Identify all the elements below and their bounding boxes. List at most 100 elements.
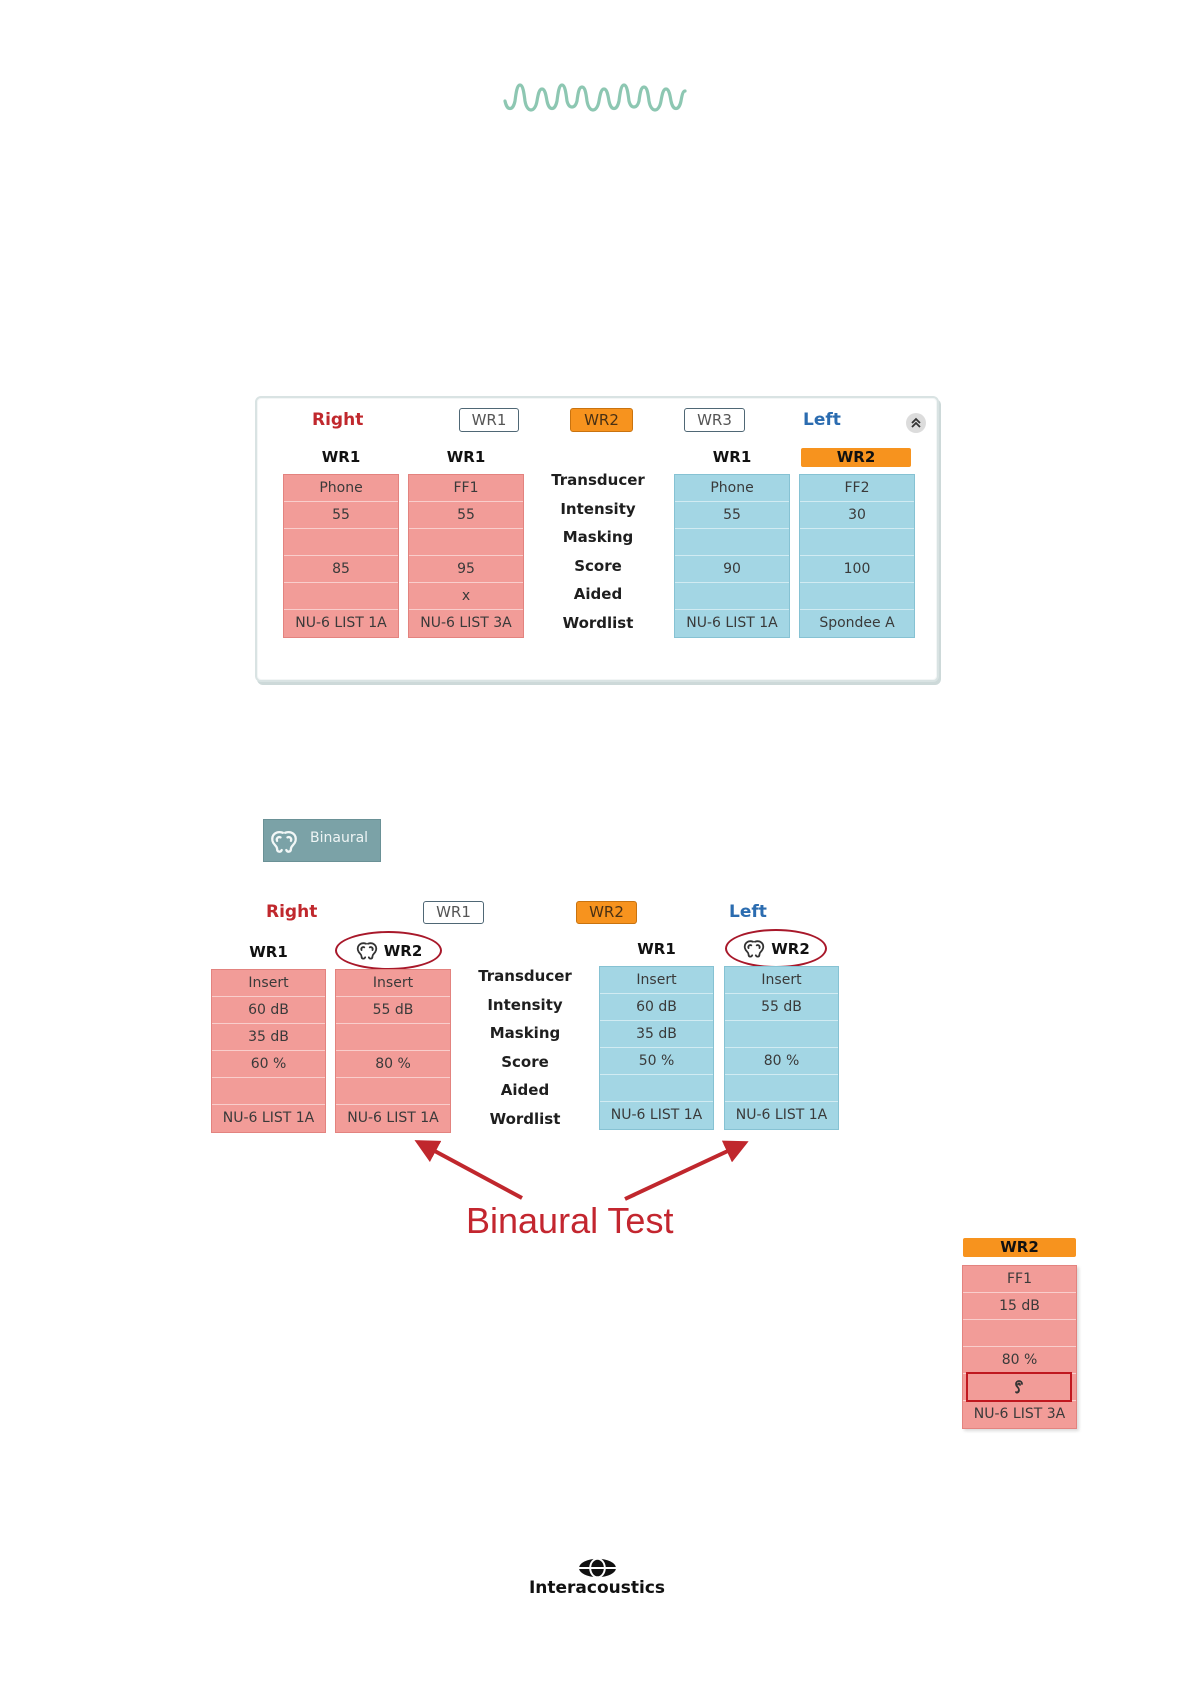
cell-score: 80 % <box>725 1048 838 1075</box>
ear-icon <box>1015 1380 1023 1394</box>
binaural-button[interactable]: Binaural <box>263 819 381 862</box>
left-column-header: WR1 <box>712 448 752 466</box>
cell-aided <box>284 583 398 610</box>
cell-aided <box>600 1075 713 1102</box>
cell-transducer: Insert <box>600 967 713 994</box>
cell-intensity: 55 <box>284 502 398 529</box>
cell-intensity: 30 <box>800 502 914 529</box>
row-labels: Transducer Intensity Masking Score Aided… <box>538 466 658 638</box>
left-ear-label: Left <box>729 902 767 922</box>
right-column-1[interactable]: Insert 60 dB 35 dB 60 % NU-6 LIST 1A <box>211 969 326 1133</box>
cell-wordlist: NU-6 LIST 1A <box>222 1110 315 1126</box>
right-column-1[interactable]: Phone 55 85 NU-6 LIST 1A <box>283 474 399 638</box>
right-ear-label: Right <box>266 902 318 922</box>
cell-intensity: 55 dB <box>336 997 450 1024</box>
binaural-button-label: Binaural <box>310 830 369 846</box>
aided-column-panel: WR2 FF1 15 dB 80 % NU-6 LIST 3A <box>962 1238 1078 1430</box>
right-column-2[interactable]: FF1 55 95 x NU-6 LIST 3A <box>408 474 524 638</box>
row-label-masking: Masking <box>562 528 634 547</box>
right-binaural-header-highlight: WR2 <box>335 931 442 970</box>
cell-wordlist: NU-6 LIST 3A <box>973 1406 1066 1422</box>
row-labels: Transducer Intensity Masking Score Aided… <box>465 962 585 1134</box>
cell-masking <box>336 1024 450 1051</box>
aided-column[interactable]: FF1 15 dB 80 % NU-6 LIST 3A <box>962 1265 1077 1429</box>
cell-aided <box>212 1078 325 1105</box>
brand-name: Interacoustics <box>528 1578 666 1598</box>
cell-aided <box>800 583 914 610</box>
left-binaural-header-highlight: WR2 <box>725 929 827 968</box>
waveform-logo-icon <box>503 83 687 112</box>
left-column-1[interactable]: Insert 60 dB 35 dB 50 % NU-6 LIST 1A <box>599 966 714 1130</box>
right-ear-label: Right <box>312 410 364 430</box>
cell-intensity: 15 dB <box>963 1293 1076 1320</box>
aided-icon-highlight <box>966 1372 1072 1402</box>
cell-intensity: 60 dB <box>600 994 713 1021</box>
cell-transducer: Phone <box>675 475 789 502</box>
tab-wr1[interactable]: WR1 <box>423 901 484 924</box>
cell-score: 50 % <box>600 1048 713 1075</box>
arrow-to-left-wr2 <box>624 1140 749 1201</box>
cell-score: 60 % <box>212 1051 325 1078</box>
tab-wr1[interactable]: WR1 <box>459 408 519 432</box>
cell-masking <box>409 529 523 556</box>
cell-intensity: 60 dB <box>212 997 325 1024</box>
cell-masking <box>963 1320 1076 1347</box>
row-label-intensity: Intensity <box>560 499 636 518</box>
cell-aided <box>725 1075 838 1102</box>
right-column-header: WR1 <box>321 448 361 466</box>
row-label-score: Score <box>501 1052 549 1071</box>
cell-transducer: FF1 <box>963 1266 1076 1293</box>
cell-masking <box>284 529 398 556</box>
left-column-1[interactable]: Phone 55 90 NU-6 LIST 1A <box>674 474 790 638</box>
right-column-header: WR1 <box>446 448 486 466</box>
cell-transducer: FF1 <box>409 475 523 502</box>
tab-wr2[interactable]: WR2 <box>576 901 637 924</box>
row-label-wordlist: Wordlist <box>489 1109 561 1128</box>
binaural-ears-icon <box>271 831 297 853</box>
row-label-transducer: Transducer <box>551 471 645 489</box>
cell-intensity: 55 dB <box>725 994 838 1021</box>
row-label-masking: Masking <box>489 1024 561 1043</box>
cell-transducer: FF2 <box>800 475 914 502</box>
right-column-header: WR1 <box>249 943 288 961</box>
left-binaural-header: WR2 <box>771 939 810 958</box>
binaural-ears-icon <box>356 941 377 960</box>
cell-score: 90 <box>675 556 789 583</box>
cell-transducer: Insert <box>212 970 325 997</box>
double-chevron-up-icon <box>911 417 921 428</box>
arrow-to-right-wr2 <box>414 1140 523 1200</box>
row-label-intensity: Intensity <box>487 995 563 1014</box>
cell-masking: 35 dB <box>600 1021 713 1048</box>
binaural-ears-icon <box>744 939 765 958</box>
left-ear-label: Left <box>803 410 841 430</box>
left-column-header: WR1 <box>637 940 676 958</box>
cell-aided <box>675 583 789 610</box>
cell-wordlist: NU-6 LIST 1A <box>735 1107 828 1123</box>
cell-score: 80 % <box>336 1051 450 1078</box>
row-label-transducer: Transducer <box>478 967 572 985</box>
cell-transducer: Insert <box>725 967 838 994</box>
cell-score: 80 % <box>963 1347 1076 1374</box>
collapse-button[interactable] <box>906 413 926 433</box>
tab-wr3[interactable]: WR3 <box>684 408 745 432</box>
aided-column-header: WR2 <box>963 1238 1076 1257</box>
cell-wordlist: NU-6 LIST 1A <box>610 1107 703 1123</box>
cell-wordlist: NU-6 LIST 1A <box>347 1110 439 1126</box>
right-column-2[interactable]: Insert 55 dB 80 % NU-6 LIST 1A <box>335 969 451 1133</box>
cell-transducer: Insert <box>336 970 450 997</box>
tab-wr2[interactable]: WR2 <box>570 408 633 432</box>
cell-wordlist: NU-6 LIST 3A <box>420 615 512 631</box>
left-column-header-active: WR2 <box>801 448 911 467</box>
left-column-2[interactable]: FF2 30 100 Spondee A <box>799 474 915 638</box>
cell-masking <box>675 529 789 556</box>
binaural-test-annotation: Binaural Test <box>466 1200 674 1241</box>
left-column-2[interactable]: Insert 55 dB 80 % NU-6 LIST 1A <box>724 966 839 1130</box>
row-label-aided: Aided <box>573 585 623 604</box>
cell-score: 85 <box>284 556 398 583</box>
cell-masking <box>800 529 914 556</box>
cell-transducer: Phone <box>284 475 398 502</box>
cell-masking <box>725 1021 838 1048</box>
speech-test-panel: Right WR1 WR2 WR3 Left WR1 WR1 WR1 WR2 P… <box>255 396 939 682</box>
cell-score: 95 <box>409 556 523 583</box>
